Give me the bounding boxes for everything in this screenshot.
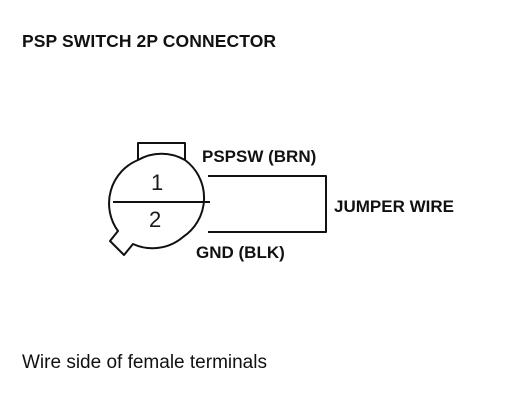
pin-2-number: 2 bbox=[149, 207, 162, 232]
pin-1-label: PSPSW (BRN) bbox=[202, 147, 317, 166]
diagram-title: PSP SWITCH 2P CONNECTOR bbox=[22, 31, 277, 51]
jumper-wire-label: JUMPER WIRE bbox=[334, 197, 454, 216]
jumper-wire bbox=[208, 175, 327, 233]
connector-body bbox=[108, 152, 206, 256]
pin-1-number: 1 bbox=[151, 170, 164, 195]
pin-2-label: GND (BLK) bbox=[196, 243, 285, 262]
connector-lock-tab bbox=[137, 142, 186, 160]
diagram-caption: Wire side of female terminals bbox=[22, 352, 267, 373]
